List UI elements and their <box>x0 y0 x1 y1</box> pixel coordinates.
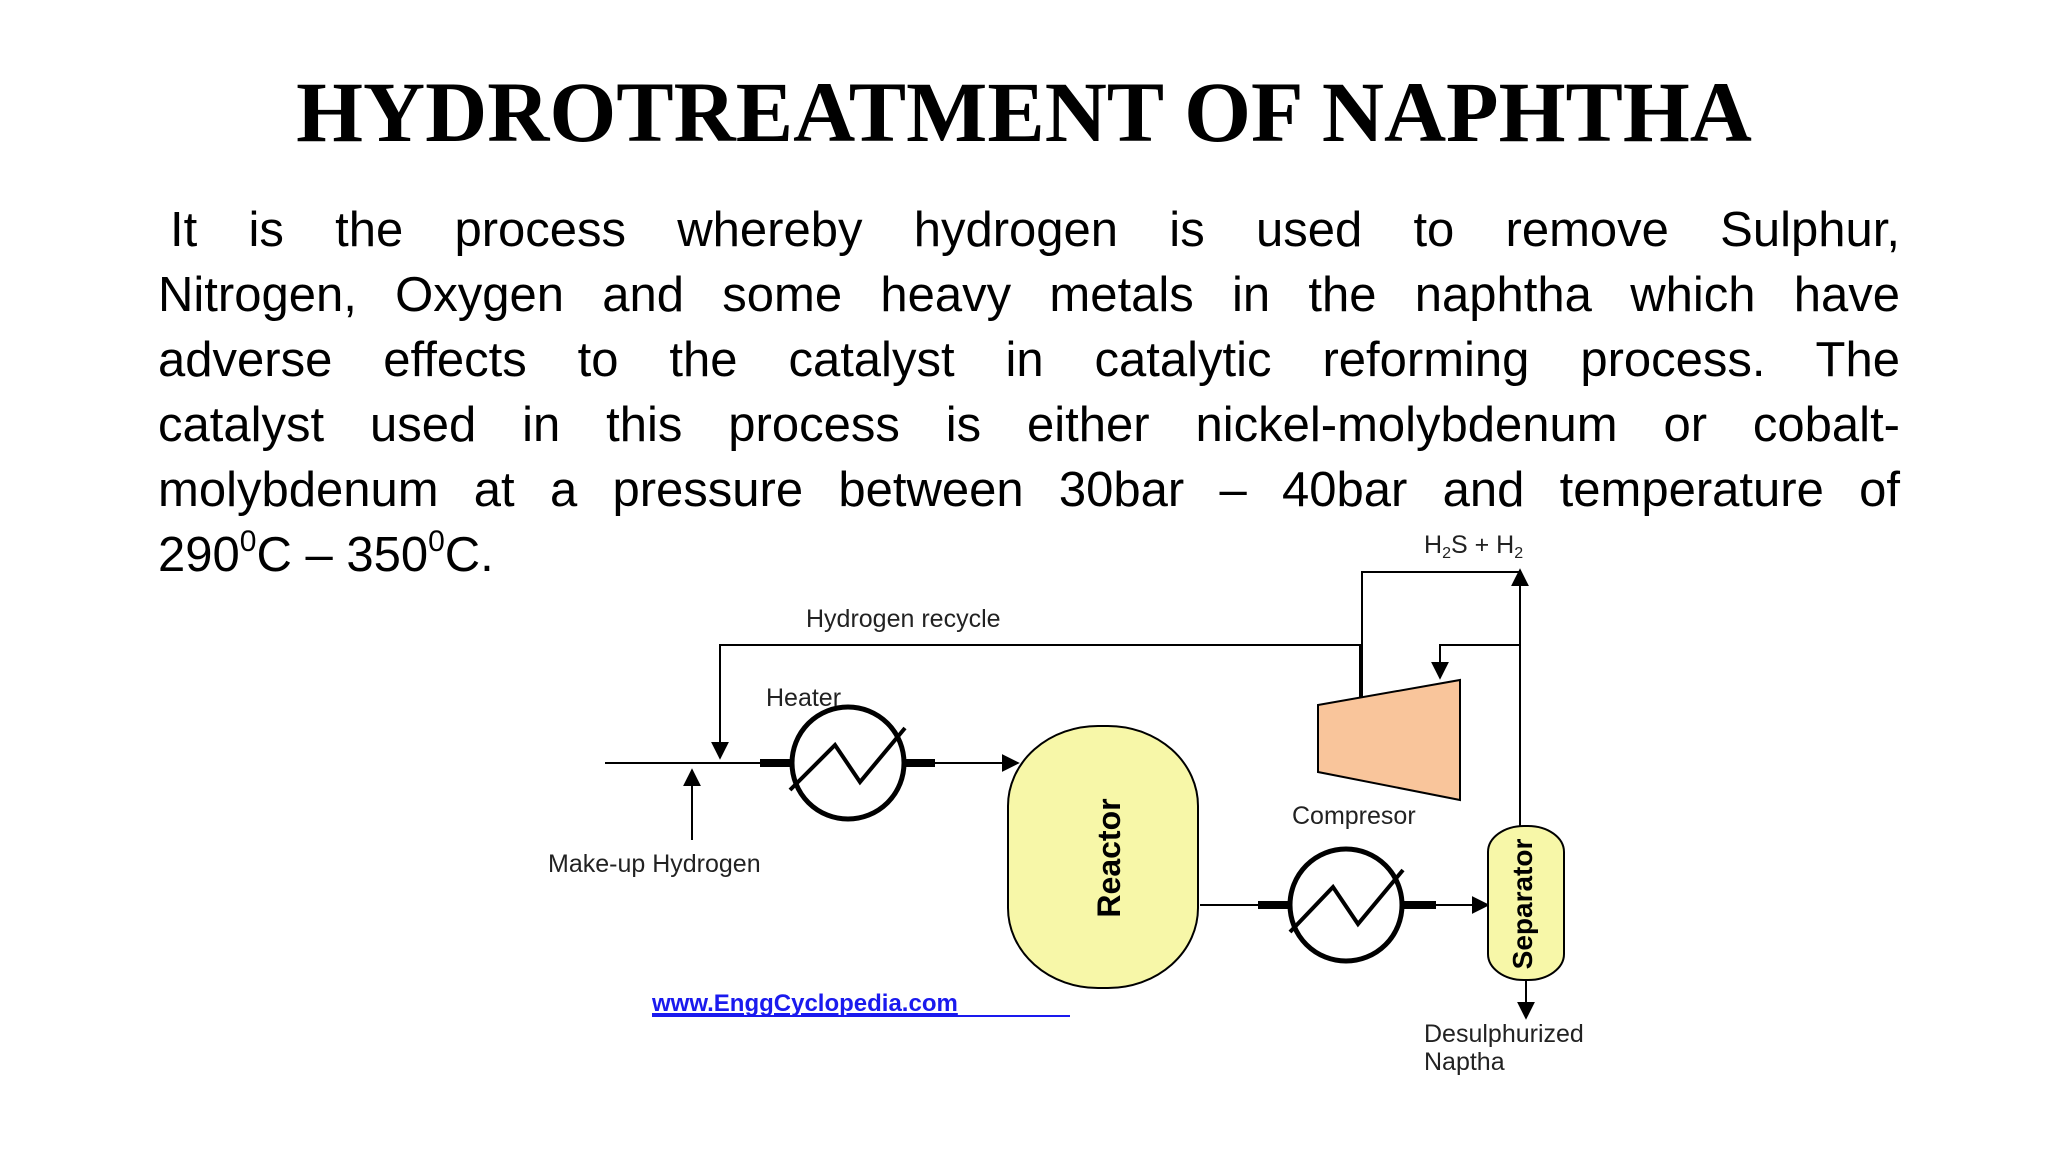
temp-unit-end: C. <box>444 528 494 582</box>
slide-title: HYDROTREATMENT OF NAPHTHA <box>296 64 1752 160</box>
cooler-symbol <box>1258 846 1436 964</box>
temp-range-text: C – 350 <box>256 528 429 582</box>
compressor-label: Compresor <box>1292 802 1416 830</box>
paragraph-line-2: Nitrogen, Oxygen and some heavy metals i… <box>158 268 1900 322</box>
reactor-label: Reactor <box>1091 798 1127 917</box>
reactor-vessel <box>1007 725 1199 989</box>
separator-label: Separator <box>1507 839 1538 970</box>
paragraph-line-4: catalyst used in this process is either … <box>158 398 1900 452</box>
degree-superscript: 0 <box>239 525 257 558</box>
description-paragraph: It is the process whereby hydrogen is us… <box>158 198 1900 588</box>
temp-low-value: 290 <box>158 528 240 582</box>
hydrogen-recycle-label: Hydrogen recycle <box>806 605 1001 633</box>
paragraph-line-5: molybdenum at a pressure between 30bar –… <box>158 463 1900 517</box>
heater-label: Heater <box>766 684 841 712</box>
desulphurized-naptha-label-line2: Naptha <box>1424 1048 1505 1076</box>
make-up-hydrogen-label: Make-up Hydrogen <box>548 850 761 878</box>
paragraph-line-6: 2900C – 3500C. <box>158 523 1900 588</box>
heater-symbol <box>760 704 935 822</box>
paragraph-line-3: adverse effects to the catalyst in catal… <box>158 333 1900 387</box>
hydrogen-recycle-line <box>711 571 1520 760</box>
desulphurized-naptha-label-line1: Desulphurized <box>1424 1020 1584 1048</box>
paragraph-line-1: It is the process whereby hydrogen is us… <box>170 203 1900 257</box>
degree-superscript: 0 <box>428 525 445 558</box>
compressor-shape <box>1317 678 1461 802</box>
h2s-h2-label: H2S + H2 <box>1424 531 1523 562</box>
source-link[interactable]: www.EnggCyclopedia.com <box>651 990 958 1017</box>
